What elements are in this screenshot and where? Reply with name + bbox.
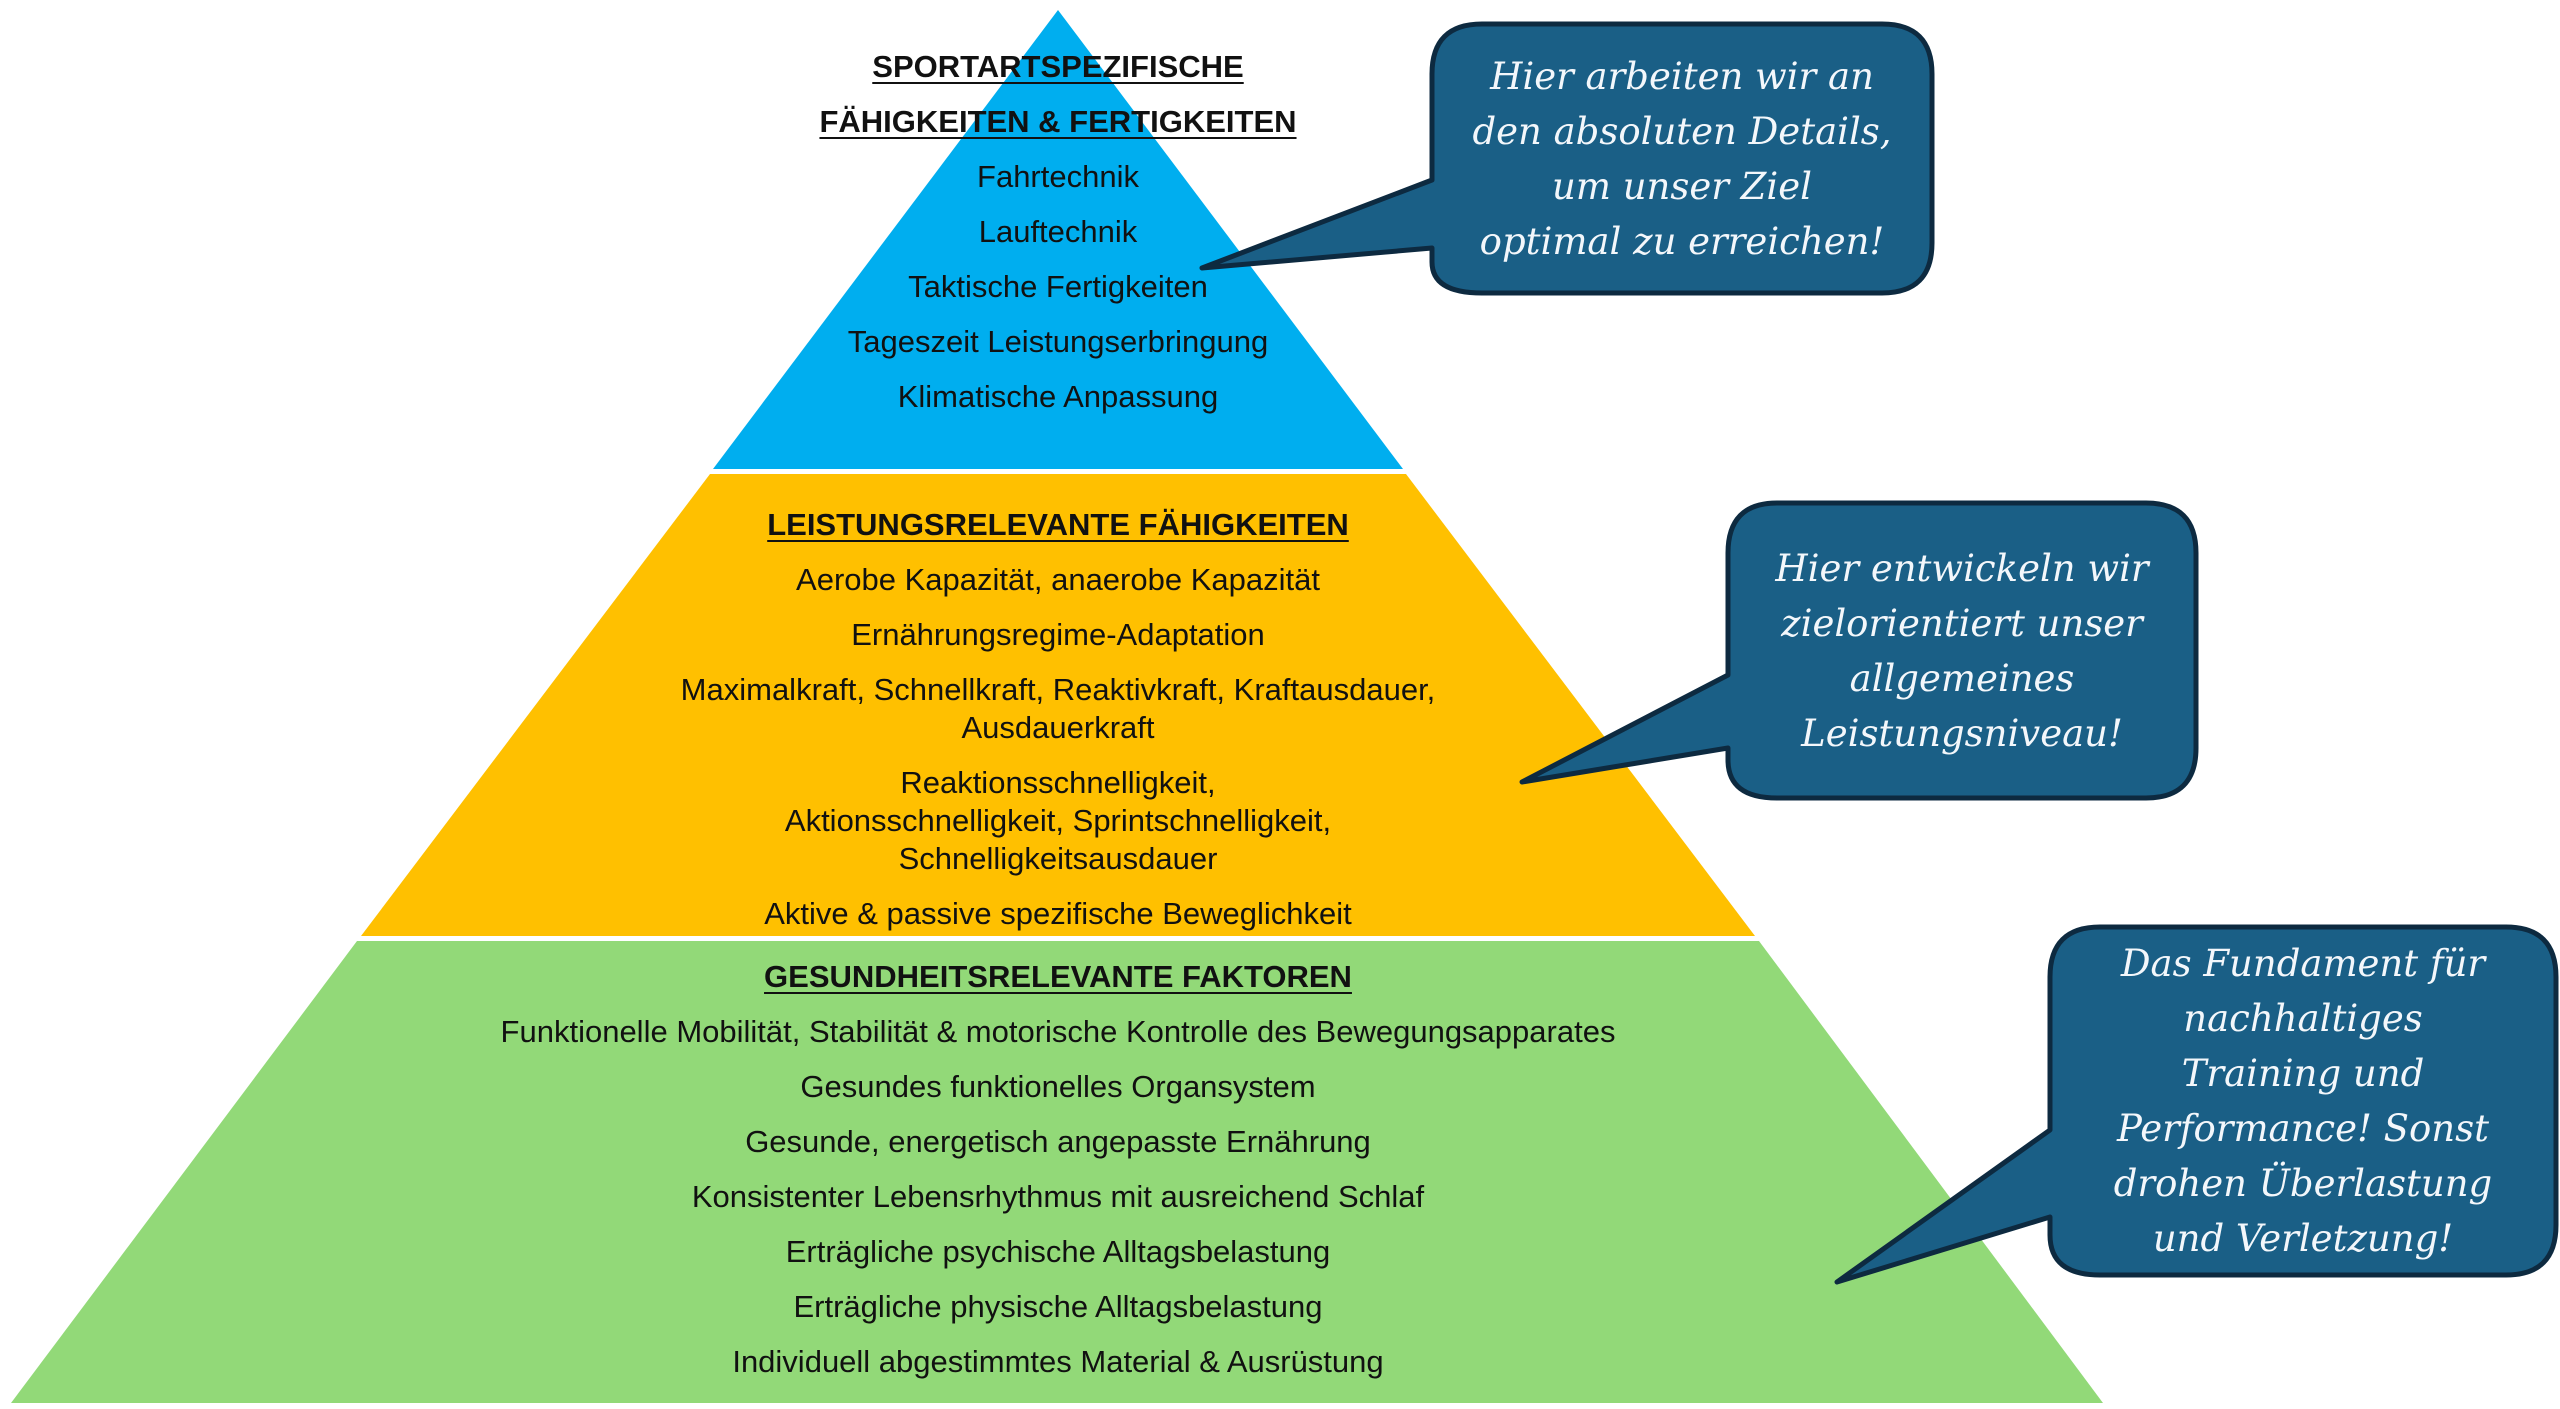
callout-top-bubble <box>1199 21 1935 296</box>
callout-bottom-line: nachhaltiges <box>2183 997 2423 1040</box>
tier-bottom-item: Individuell abgestimmtes Material & Ausr… <box>732 1344 1384 1379</box>
tier-middle-item: Reaktionsschnelligkeit, Aktionsschnellig… <box>784 765 1332 876</box>
tier-bottom-item: Funktionelle Mobilität, Stabilität & mot… <box>500 1014 1616 1049</box>
tier-middle-item: Aktive & passive spezifische Beweglichke… <box>764 896 1352 931</box>
tier-bottom-item: Erträgliche psychische Alltagsbelastung <box>785 1234 1331 1269</box>
tier-top-heading-line-1: SPORTARTSPEZIFISCHE <box>872 49 1244 84</box>
callout-bottom-text: Das Fundament für nachhaltiges Training … <box>2050 927 2556 1275</box>
tier-bottom-item: Gesundes funktionelles Organsystem <box>800 1069 1316 1104</box>
callout-middle-line: zielorientiert unser <box>1781 601 2143 645</box>
tier-bottom-item: Gesunde, energetisch angepasste Ernährun… <box>745 1124 1371 1159</box>
callout-bottom-line: und Verletzung! <box>2152 1217 2454 1260</box>
callout-bottom-line: Das Fundament für <box>2120 942 2486 985</box>
tier-top-item: Tageszeit Leistungserbringung <box>847 324 1269 359</box>
tier-middle-text: LEISTUNGSRELEVANTE FÄHIGKEITEN Aerobe Ka… <box>598 506 1518 950</box>
tier-middle-shape <box>361 474 1755 936</box>
tier-middle-item: Ernährungsregime-Adaptation <box>851 617 1265 652</box>
tier-top-heading: SPORTARTSPEZIFISCHE FÄHIGKEITEN & FERTIG… <box>758 48 1358 141</box>
callout-middle-line: allgemeines <box>1849 656 2075 700</box>
callout-bottom-line: Performance! Sonst <box>2116 1107 2489 1150</box>
tier-middle-item: Maximalkraft, Schnellkraft, Reaktivkraft… <box>680 672 1436 745</box>
tier-top-item: Lauftechnik <box>978 214 1138 249</box>
callout-top-line: Hier arbeiten wir an <box>1490 54 1874 98</box>
tier-top-text: SPORTARTSPEZIFISCHE FÄHIGKEITEN & FERTIG… <box>758 48 1358 433</box>
tier-middle-item: Aerobe Kapazität, anaerobe Kapazität <box>796 562 1320 597</box>
tier-bottom-shape <box>11 941 2103 1403</box>
tier-bottom-item: Konsistenter Lebensrhythmus mit ausreich… <box>691 1179 1425 1214</box>
tier-top-item: Klimatische Anpassung <box>897 379 1219 414</box>
callout-top-line: optimal zu erreichen! <box>1479 219 1885 263</box>
callout-middle-bubble <box>1519 500 2199 801</box>
tier-bottom-item: Erträgliche physische Alltagsbelastung <box>793 1289 1323 1324</box>
callout-middle-line: Leistungsniveau! <box>1801 711 2123 755</box>
callout-middle-text: Hier entwickeln wir zielorientiert unser… <box>1728 503 2196 798</box>
callout-bottom-line: drohen Überlastung <box>2113 1162 2493 1205</box>
callout-bottom-line: Training und <box>2181 1052 2425 1095</box>
tier-top-item: Taktische Fertigkeiten <box>908 269 1208 304</box>
callout-top-line: den absoluten Details, <box>1472 109 1892 153</box>
callout-middle-line: Hier entwickeln wir <box>1775 546 2149 590</box>
callout-bottom-bubble <box>1834 924 2559 1285</box>
callout-top-line: um unser Ziel <box>1552 164 1812 208</box>
callout-top-text: Hier arbeiten wir an den absoluten Detai… <box>1432 24 1932 293</box>
tier-top-item: Fahrtechnik <box>977 159 1139 194</box>
tier-bottom-text: GESUNDHEITSRELEVANTE FAKTOREN Funktionel… <box>358 958 1758 1398</box>
tier-top-shape <box>713 10 1403 469</box>
tier-bottom-heading: GESUNDHEITSRELEVANTE FAKTOREN <box>764 959 1352 994</box>
tier-top-heading-line-2: FÄHIGKEITEN & FERTIGKEITEN <box>819 104 1297 139</box>
tier-middle-heading: LEISTUNGSRELEVANTE FÄHIGKEITEN <box>767 507 1349 542</box>
